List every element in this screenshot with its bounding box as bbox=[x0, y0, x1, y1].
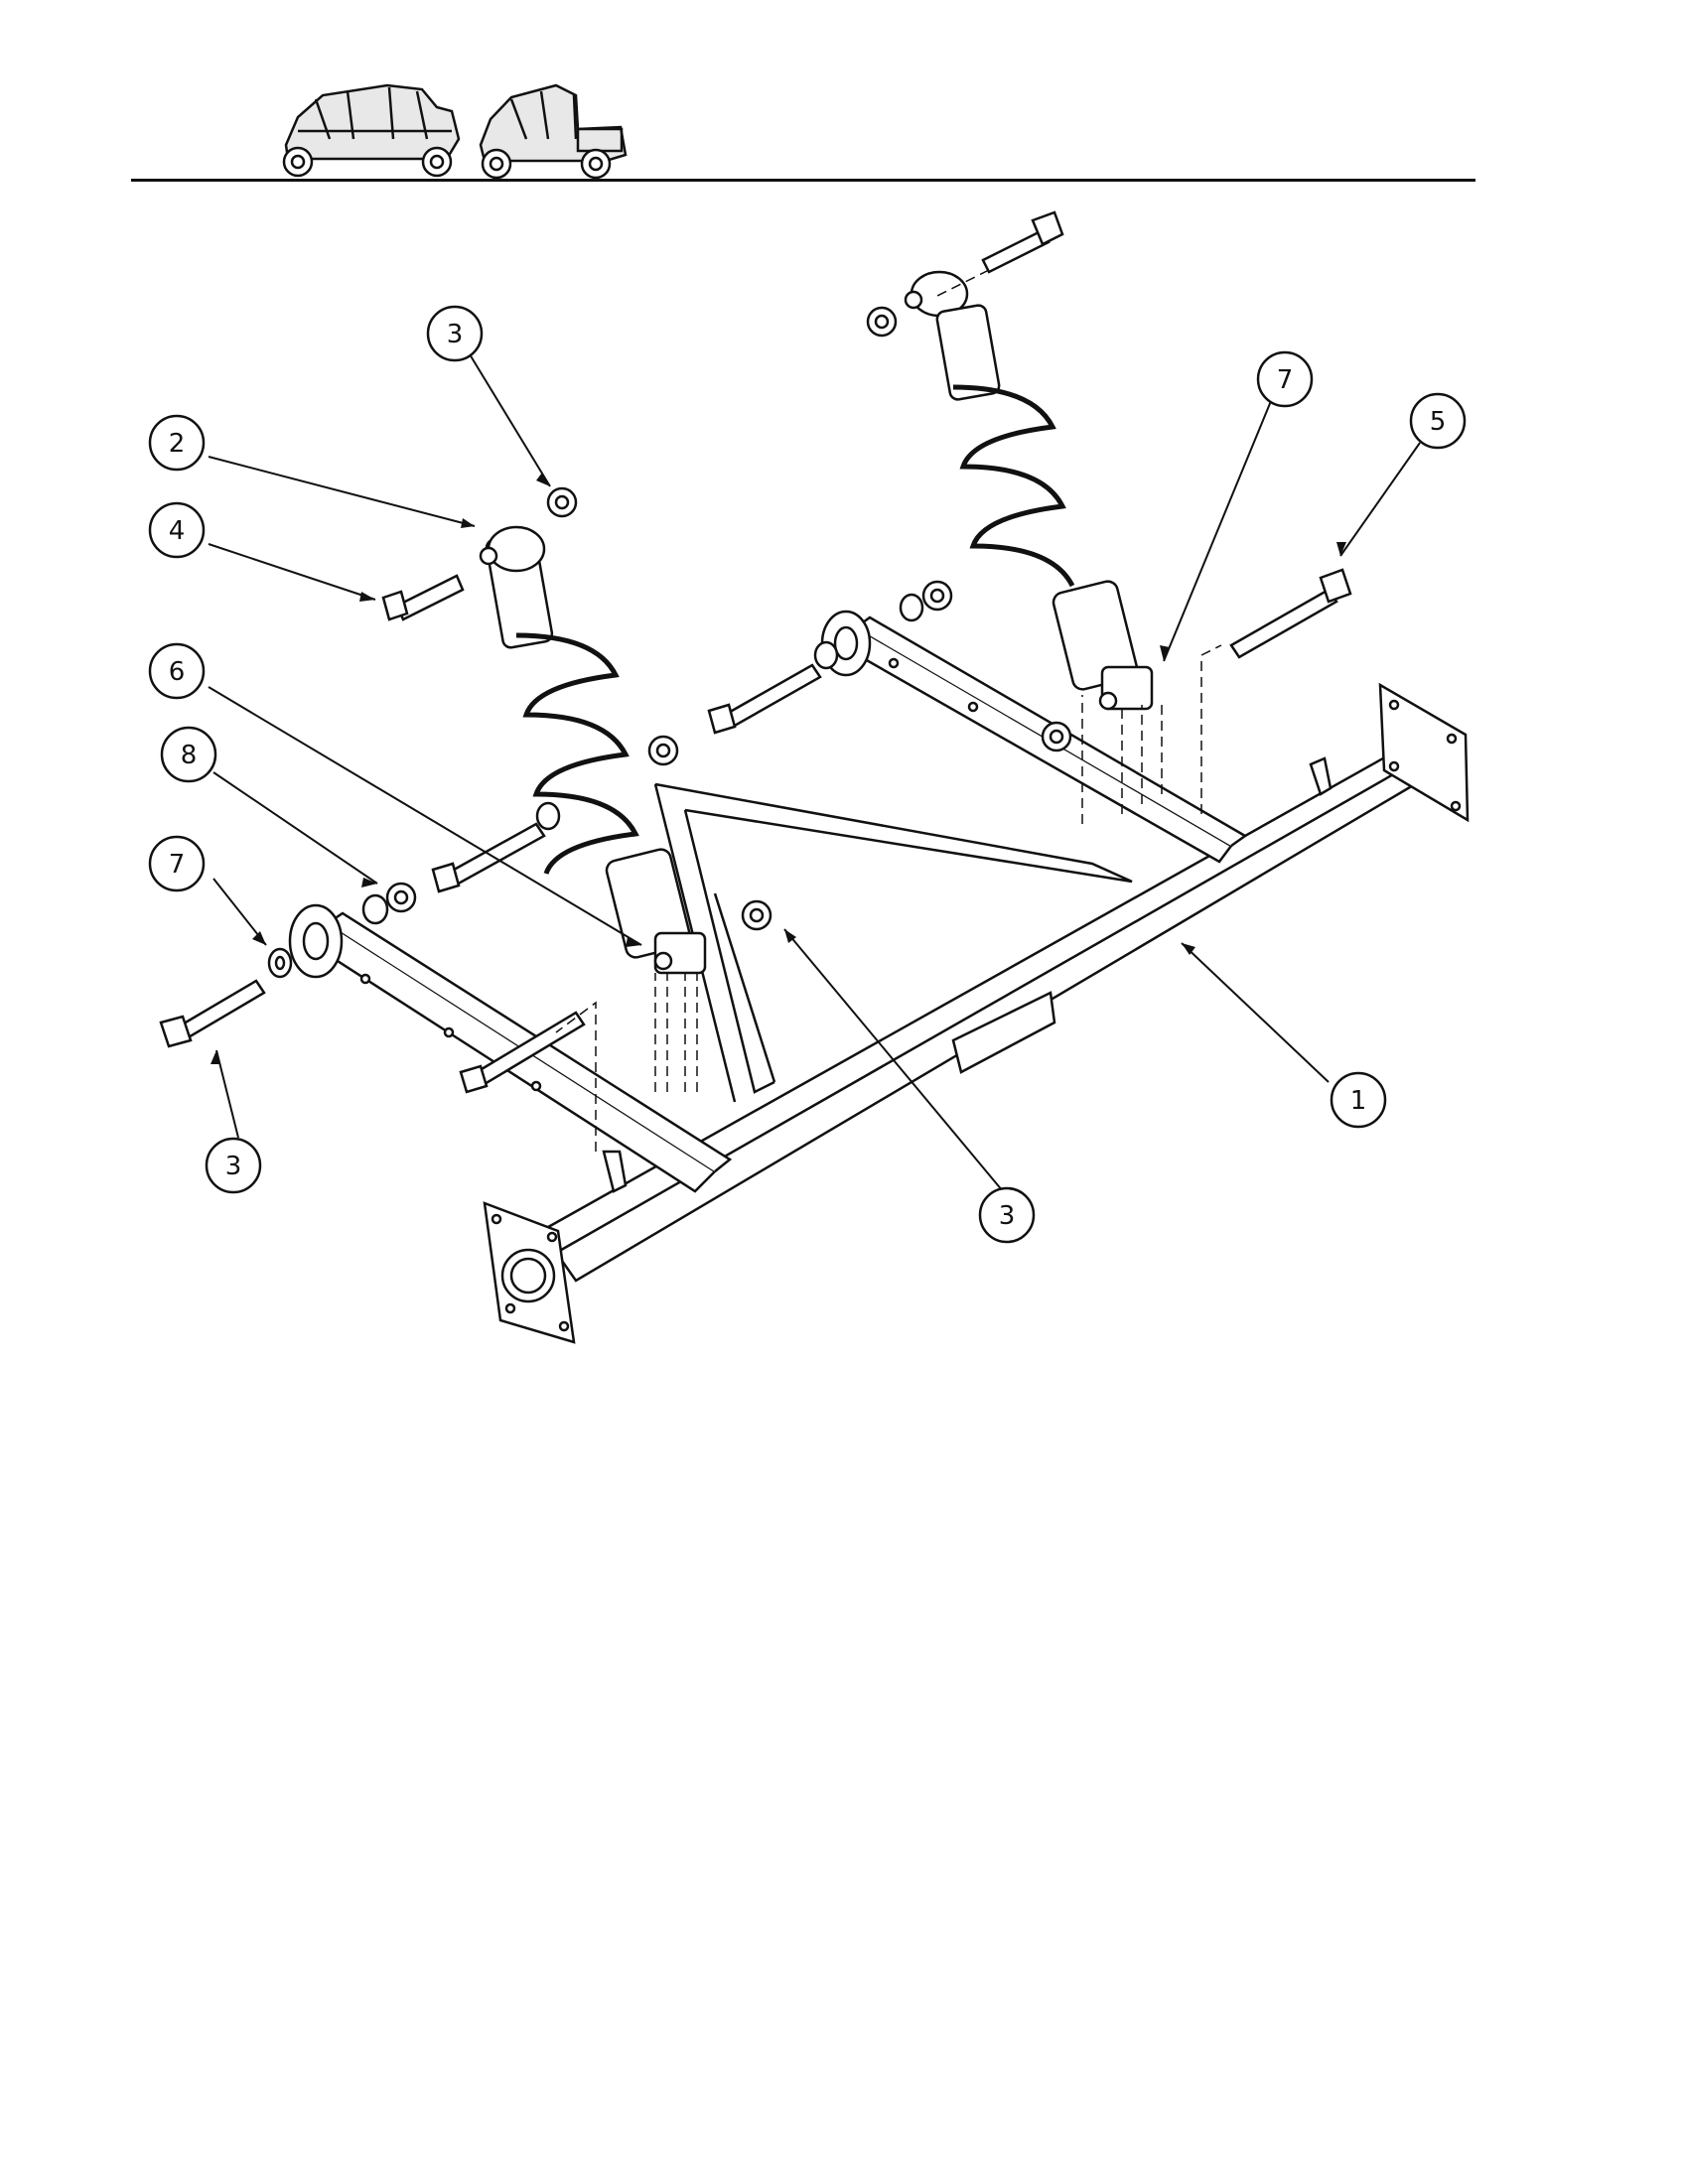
callout-layer: 1 2 3 3 3 4 5 6 7 7 8 bbox=[148, 305, 1467, 1244]
callout-left-lower-shock-eye: 7 bbox=[1256, 350, 1314, 408]
callout-circle bbox=[978, 1186, 1036, 1244]
callout-arrowheads bbox=[210, 473, 1346, 1064]
callout-upper-shock-bolt: 5 bbox=[1409, 392, 1467, 450]
right-trailing-arm bbox=[820, 610, 1248, 864]
callout-number: 1 bbox=[1350, 1086, 1367, 1116]
callout-axle-frame: 1 bbox=[1330, 1071, 1387, 1129]
callout-number: 3 bbox=[225, 1152, 242, 1181]
left-shock-absorber bbox=[479, 525, 707, 975]
callout-lower-shock-nut: 3 bbox=[205, 1137, 262, 1194]
callout-number: 4 bbox=[169, 516, 186, 546]
callout-number: 7 bbox=[169, 850, 186, 880]
callout-circle bbox=[148, 501, 206, 559]
callout-circle bbox=[1409, 392, 1467, 450]
header-rule bbox=[131, 179, 1475, 182]
callout-circle bbox=[148, 414, 206, 472]
callout-number: 2 bbox=[169, 429, 186, 459]
callout-right-lower-shock-eye: 7 bbox=[148, 835, 206, 892]
callout-leaders bbox=[208, 348, 1421, 1192]
callout-number: 3 bbox=[999, 1201, 1016, 1231]
fasteners bbox=[159, 210, 1352, 1094]
callout-circle bbox=[1330, 1071, 1387, 1129]
callout-right-lower-shock-bolt: 6 bbox=[148, 642, 206, 700]
right-shock-absorber bbox=[904, 270, 1154, 711]
callout-number: 6 bbox=[169, 657, 186, 687]
callout-number: 5 bbox=[1430, 407, 1447, 437]
callout-circle bbox=[148, 835, 206, 892]
callout-circle bbox=[148, 642, 206, 700]
callout-trailing-arm-nut: 3 bbox=[978, 1186, 1036, 1244]
callout-trailing-arm-washer: 8 bbox=[160, 726, 217, 783]
callout-trailing-arm-bolt: 4 bbox=[148, 501, 206, 559]
callout-circle bbox=[205, 1137, 262, 1194]
utility-vehicle-icon bbox=[479, 83, 628, 180]
axle-frame bbox=[483, 682, 1470, 1344]
callout-circle bbox=[426, 305, 484, 362]
callout-upper-shock-bushing: 2 bbox=[148, 414, 206, 472]
callout-circle bbox=[160, 726, 217, 783]
callout-number: 7 bbox=[1277, 365, 1294, 395]
callout-circle bbox=[1256, 350, 1314, 408]
callout-number: 8 bbox=[181, 741, 198, 770]
assembly-centerlines bbox=[555, 269, 1222, 1152]
callout-upper-shock-nut: 3 bbox=[426, 305, 484, 362]
four-seat-vehicle-icon bbox=[282, 83, 461, 178]
callout-number: 3 bbox=[447, 320, 464, 349]
